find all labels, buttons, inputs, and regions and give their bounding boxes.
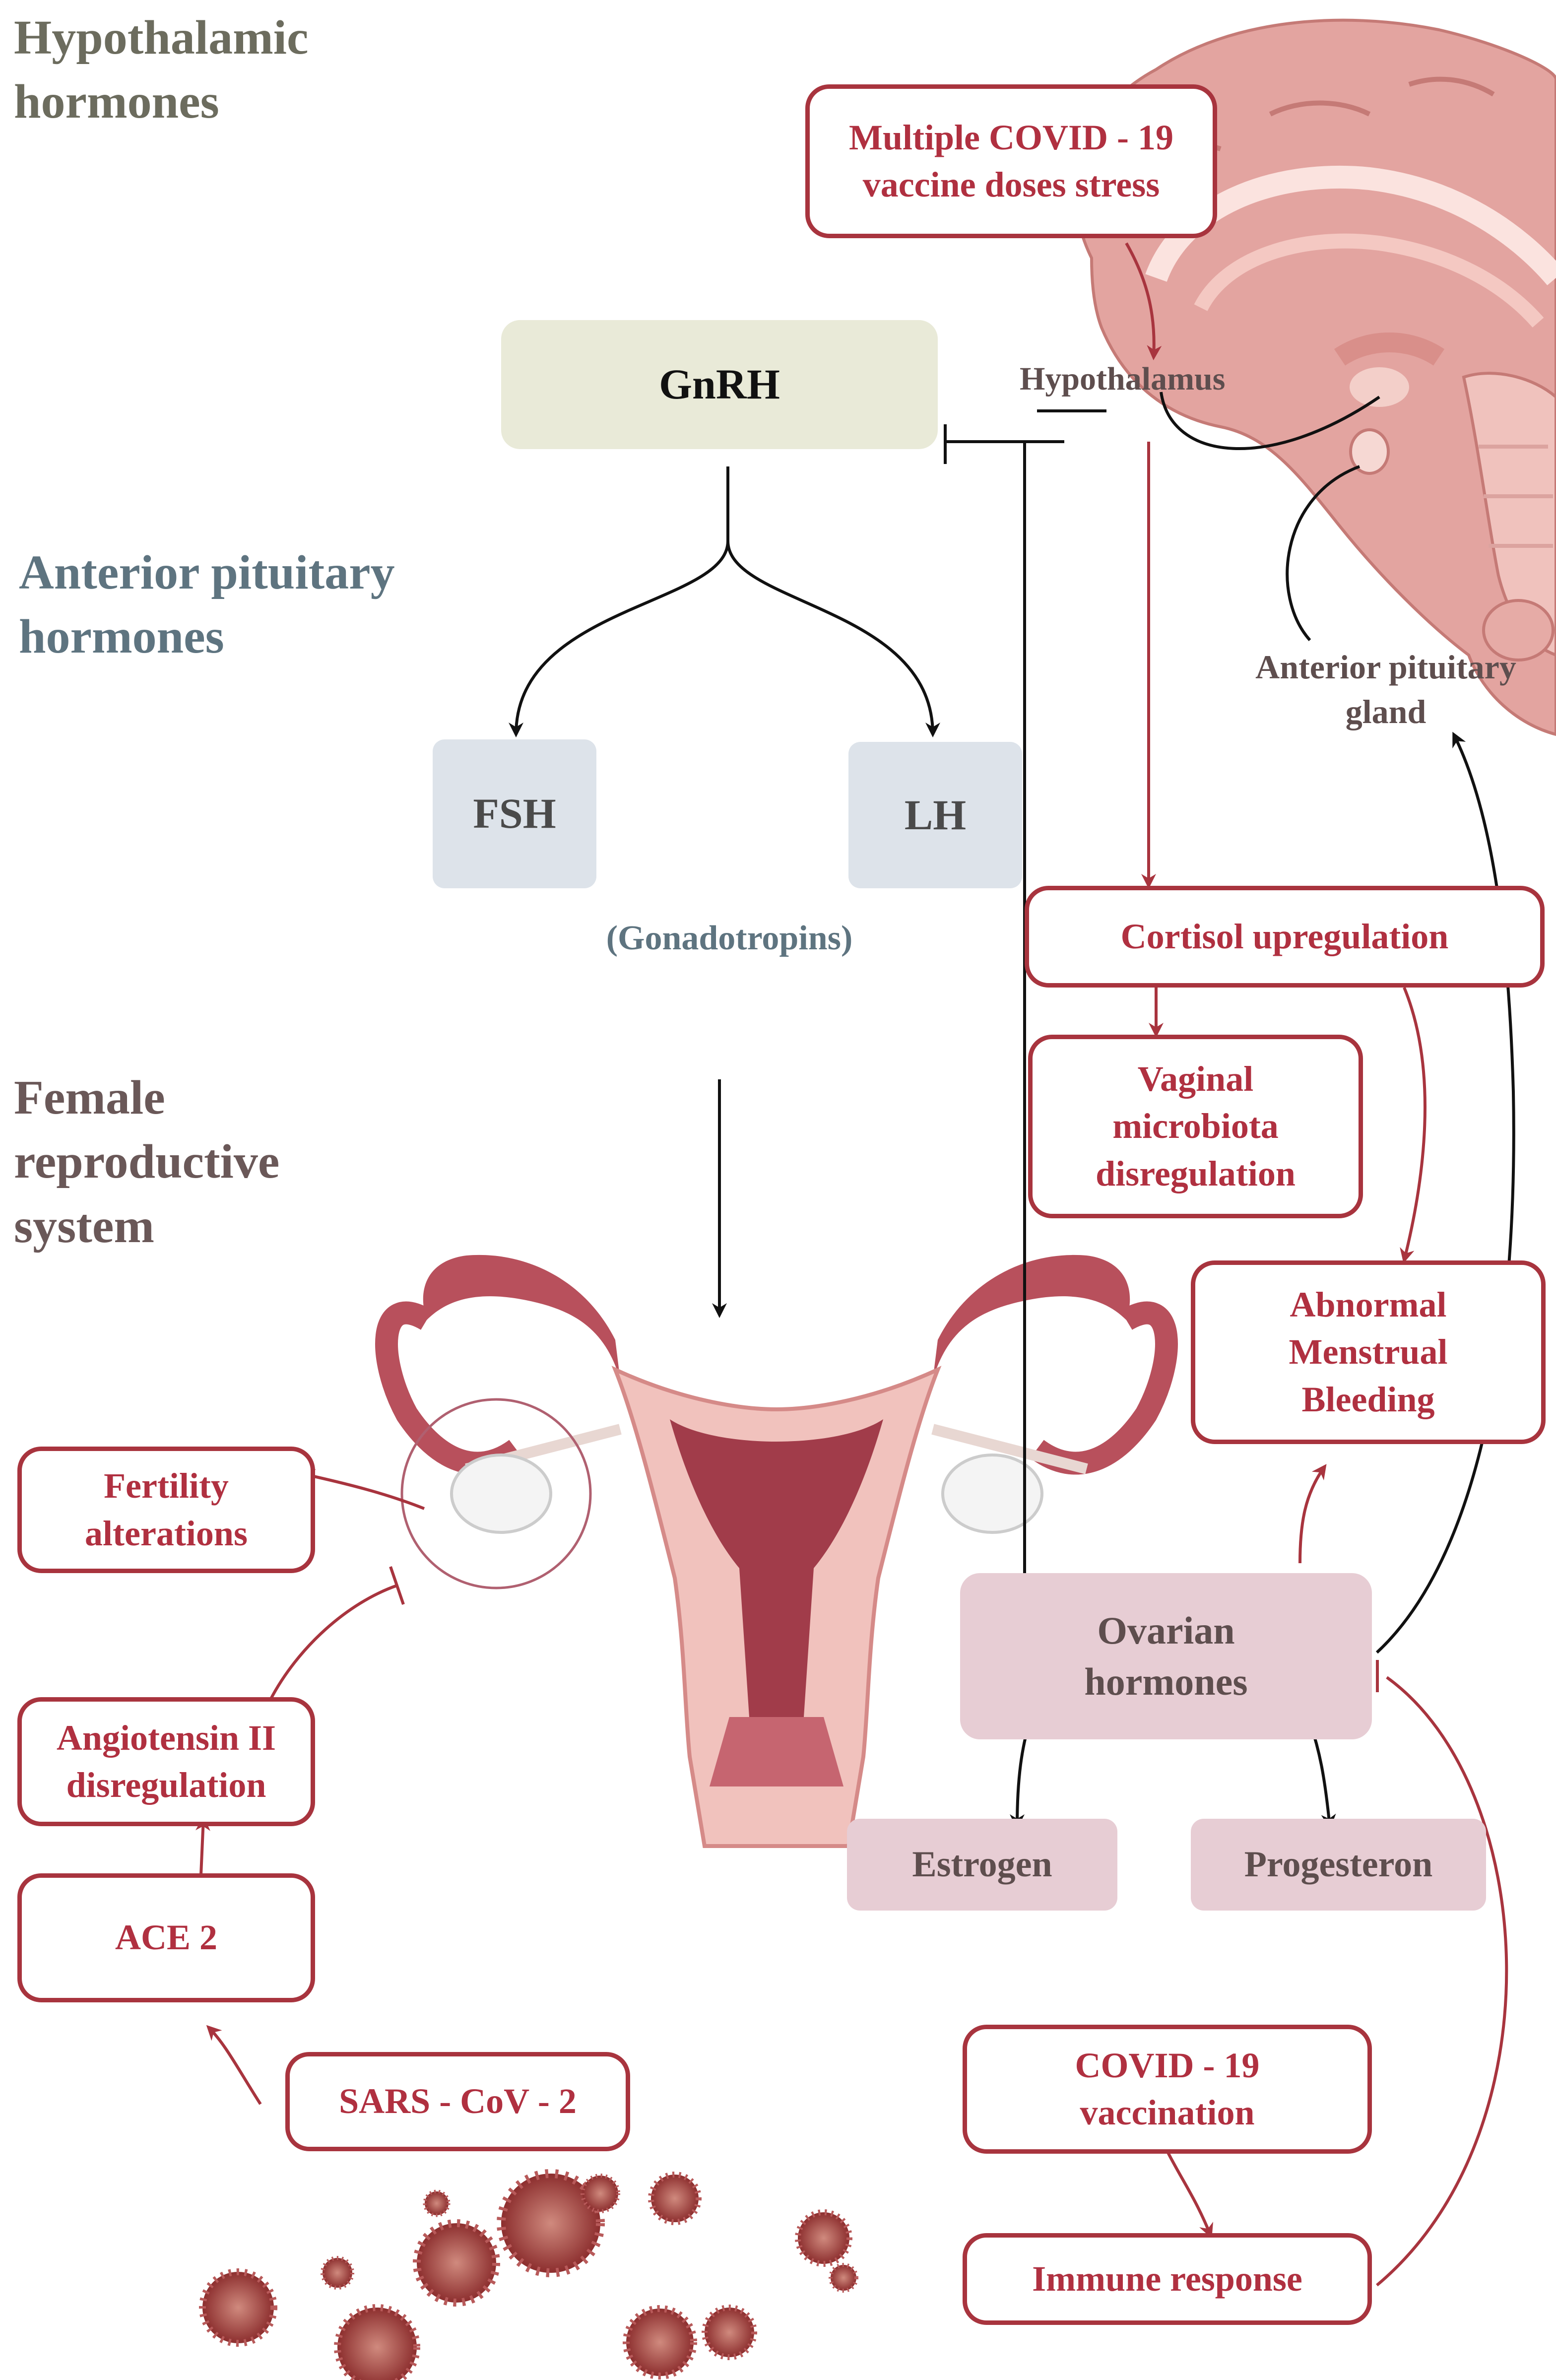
- virus-particles: [199, 2169, 858, 2380]
- black-connectors: [509, 392, 1515, 1829]
- virus-icon: [423, 2189, 451, 2217]
- angiotensin-ii-box: Angiotensin II disregulation: [17, 1697, 315, 1826]
- stress-to-hypothalamus-arrow: [1125, 242, 1162, 360]
- virus-icon: [829, 2263, 858, 2293]
- section-hypothalamic-hormones: Hypothalamic hormones: [14, 11, 309, 129]
- fsh-box: FSH: [473, 790, 556, 838]
- virus-icon: [334, 2304, 420, 2380]
- section-anterior-pituitary-hormones: Anterior pituitary hormones: [19, 546, 395, 664]
- hypothalamus-label: Hypothalamus: [1020, 361, 1226, 397]
- estrogen-box-bg: [847, 1819, 1117, 1911]
- lh-box-bg: [848, 742, 1022, 888]
- cortisol-upregulation-box: Cortisol upregulation: [1025, 886, 1545, 988]
- immune-response-box: Immune response: [963, 2233, 1372, 2325]
- ovarian-feedback-line: [945, 440, 1064, 1576]
- gnrh-to-fsh-arrow: [509, 466, 729, 737]
- pituitary-pointer: [1286, 465, 1361, 641]
- uterus-illustration: [375, 1255, 1178, 1848]
- gnrh-box-bg: [501, 320, 938, 449]
- gnrh-box: GnRH: [659, 360, 780, 408]
- sars-to-ace2-arrow: [206, 2025, 262, 2105]
- progesteron-box: Progesteron: [1244, 1844, 1433, 1885]
- virus-icon: [199, 2268, 277, 2347]
- section-female-reproductive-system: Female reproductive system: [14, 1071, 280, 1253]
- cortisol-to-bleeding-arrow: [1400, 987, 1426, 1263]
- estrogen-box: Estrogen: [912, 1844, 1052, 1885]
- anterior-pituitary-gland-label: Anterior pituitary gland: [1255, 648, 1516, 730]
- angiotensin-to-ovary-inhibition: [269, 1584, 397, 1701]
- abnormal-menstrual-bleeding-box: Abnormal Menstrual Bleeding: [1191, 1260, 1546, 1444]
- ovarian-to-pituitary-arrow: [1375, 731, 1515, 1654]
- virus-icon: [413, 2219, 500, 2307]
- gonadotropins-label: (Gonadotropins): [606, 919, 853, 957]
- ovarian-to-bleeding-arrow: [1298, 1464, 1327, 1564]
- vaginal-microbiota-box: Vaginal microbiota disregulation: [1028, 1035, 1363, 1218]
- virus-icon: [497, 2169, 605, 2277]
- hypothalamus-pointer: [1160, 392, 1380, 451]
- vaccination-to-immune-arrow: [1165, 2148, 1214, 2239]
- virus-icon: [702, 2305, 757, 2360]
- lh-box: LH: [904, 791, 967, 839]
- virus-icon: [581, 2174, 620, 2213]
- fertility-alterations-box: Fertility alterations: [17, 1447, 315, 1573]
- virus-icon: [321, 2256, 354, 2290]
- gnrh-to-lh-arrow: [726, 540, 940, 737]
- covid-vaccination-box: COVID - 19 vaccination: [963, 2025, 1372, 2154]
- sars-cov-2-box: SARS - CoV - 2: [285, 2052, 630, 2151]
- virus-icon: [623, 2305, 697, 2380]
- ovarian-box-bg: [960, 1573, 1372, 1739]
- vaccine-doses-stress-box: Multiple COVID - 19 vaccine doses stress: [805, 84, 1217, 238]
- virus-icon: [795, 2209, 852, 2267]
- virus-icon: [648, 2172, 702, 2225]
- ace2-box: ACE 2: [17, 1873, 315, 2002]
- angiotensin-inhibition-bar: [389, 1566, 405, 1605]
- ace2-to-angiotensin-arrow: [195, 1816, 210, 1875]
- fsh-box-bg: [433, 739, 596, 888]
- ovarian-hormones-box: Ovarian hormones: [1084, 1608, 1248, 1703]
- progesteron-box-bg: [1191, 1819, 1486, 1911]
- ovary-to-fertility-arrow: [300, 1469, 425, 1510]
- red-connectors: [195, 242, 1508, 2287]
- immune-to-ovarian-inhibition: [1376, 1676, 1508, 2287]
